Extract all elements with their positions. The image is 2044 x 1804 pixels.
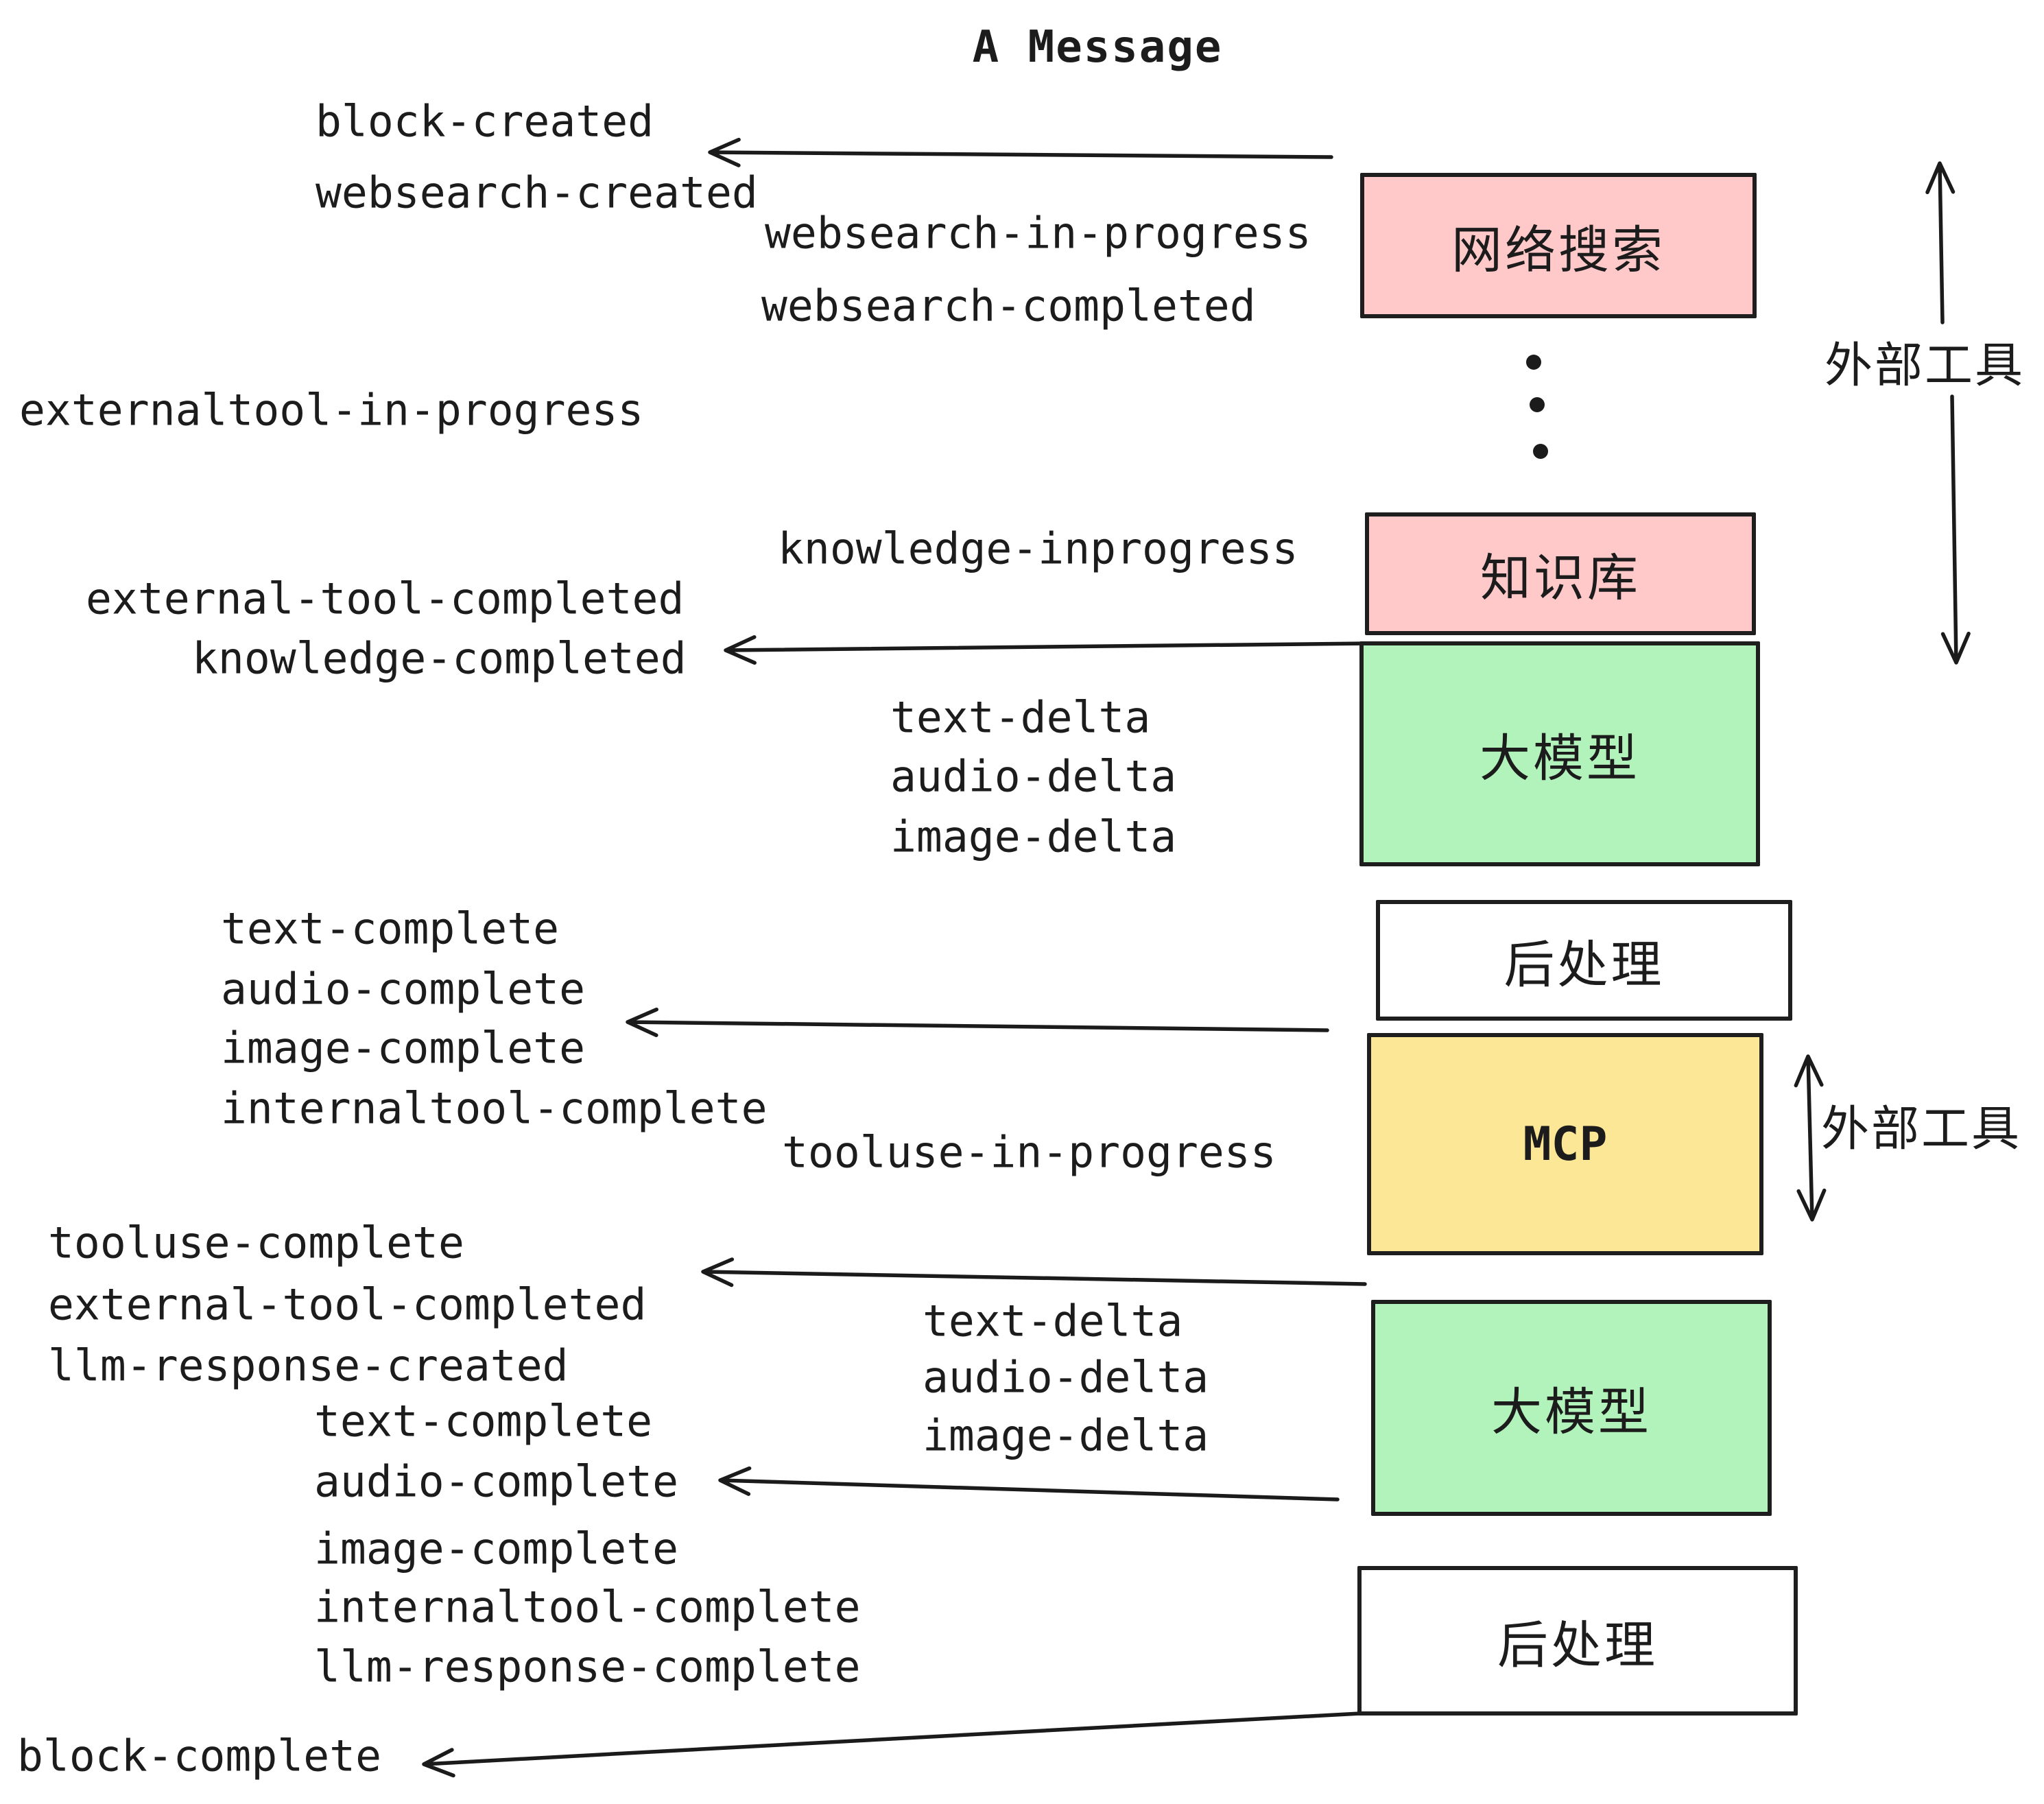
event-label-internaltool-complete-1: internaltool-complete [221,1083,768,1134]
event-label-text-delta-2: text-delta [923,1296,1183,1346]
event-label-text-complete-1: text-complete [221,903,560,954]
event-label-audio-complete-1: audio-complete [221,964,586,1014]
node-box-label: 知识库 [1480,549,1641,608]
node-box-websearch: 网络搜索 [1360,173,1757,318]
ellipsis-dot [1530,397,1545,412]
event-label-knowledge-completed: knowledge-completed [192,633,687,684]
side-label-external-tools-top: 外部工具 [1825,337,2025,394]
event-label-tooluse-complete: tooluse-complete [48,1218,464,1268]
side-label-external-tools-mcp: 外部工具 [1821,1100,2021,1157]
ellipsis-dot [1533,444,1548,459]
mcp-external-tools-arrow [1794,1054,1827,1222]
event-label-llm-response-complete: llm-response-complete [314,1641,861,1692]
arrow-to-image-complete [626,1007,1329,1037]
event-label-block-created: block-created [316,96,654,147]
event-label-websearch-completed: websearch-completed [761,281,1256,331]
node-box-mcp: MCP [1367,1033,1763,1255]
event-label-image-delta-2: image-delta [923,1410,1209,1461]
external-tools-arrow-down [1940,394,1971,665]
node-box-label: 大模型 [1491,1383,1652,1442]
event-label-image-complete-2: image-complete [314,1523,679,1574]
ellipsis-dot [1526,355,1541,370]
event-label-audio-delta-2: audio-delta [923,1352,1209,1403]
event-label-tooluse-in-progress: tooluse-in-progress [782,1127,1276,1178]
event-label-text-delta-1: text-delta [890,692,1151,743]
event-label-audio-delta-1: audio-delta [890,751,1177,802]
arrow-to-knowledge-completed [724,635,1370,665]
event-label-external-tool-completed-1: external-tool-completed [86,573,685,624]
event-label-image-complete-1: image-complete [221,1023,586,1073]
event-label-externaltool-in-progress: externaltool-in-progress [19,385,644,436]
event-label-internaltool-complete-2: internaltool-complete [314,1582,861,1633]
node-box-knowledge: 知识库 [1365,512,1756,635]
arrow-to-block-created [708,137,1333,167]
node-box-label: 后处理 [1504,935,1665,995]
event-label-image-delta-1: image-delta [890,811,1177,862]
node-box-label: MCP [1523,1117,1608,1172]
event-label-external-tool-completed-2: external-tool-completed [48,1279,647,1330]
arrow-to-audio-complete [718,1466,1340,1502]
event-label-knowledge-inprogress: knowledge-inprogress [778,523,1298,574]
arrow-to-block-complete [422,1711,1362,1778]
vertical-ellipsis-icon [1526,355,1548,459]
node-box-post2: 后处理 [1357,1566,1798,1716]
event-label-block-complete: block-complete [17,1731,382,1781]
node-box-llm1: 大模型 [1359,641,1760,866]
node-box-llm2: 大模型 [1371,1300,1772,1516]
event-label-text-complete-2: text-complete [314,1396,653,1447]
event-label-audio-complete-2: audio-complete [314,1456,679,1507]
arrow-to-external-tool-completed [701,1257,1367,1287]
node-box-label: 大模型 [1479,728,1640,788]
event-label-websearch-in-progress: websearch-in-progress [765,208,1311,259]
node-box-label: 后处理 [1497,1615,1658,1675]
node-box-label: 网络搜索 [1451,220,1665,280]
event-label-llm-response-created: llm-response-created [48,1340,569,1391]
node-box-post1: 后处理 [1376,900,1792,1021]
external-tools-arrow-up [1925,161,1956,324]
event-label-websearch-created: websearch-created [316,167,758,218]
diagram-title: A Message [972,22,1223,73]
